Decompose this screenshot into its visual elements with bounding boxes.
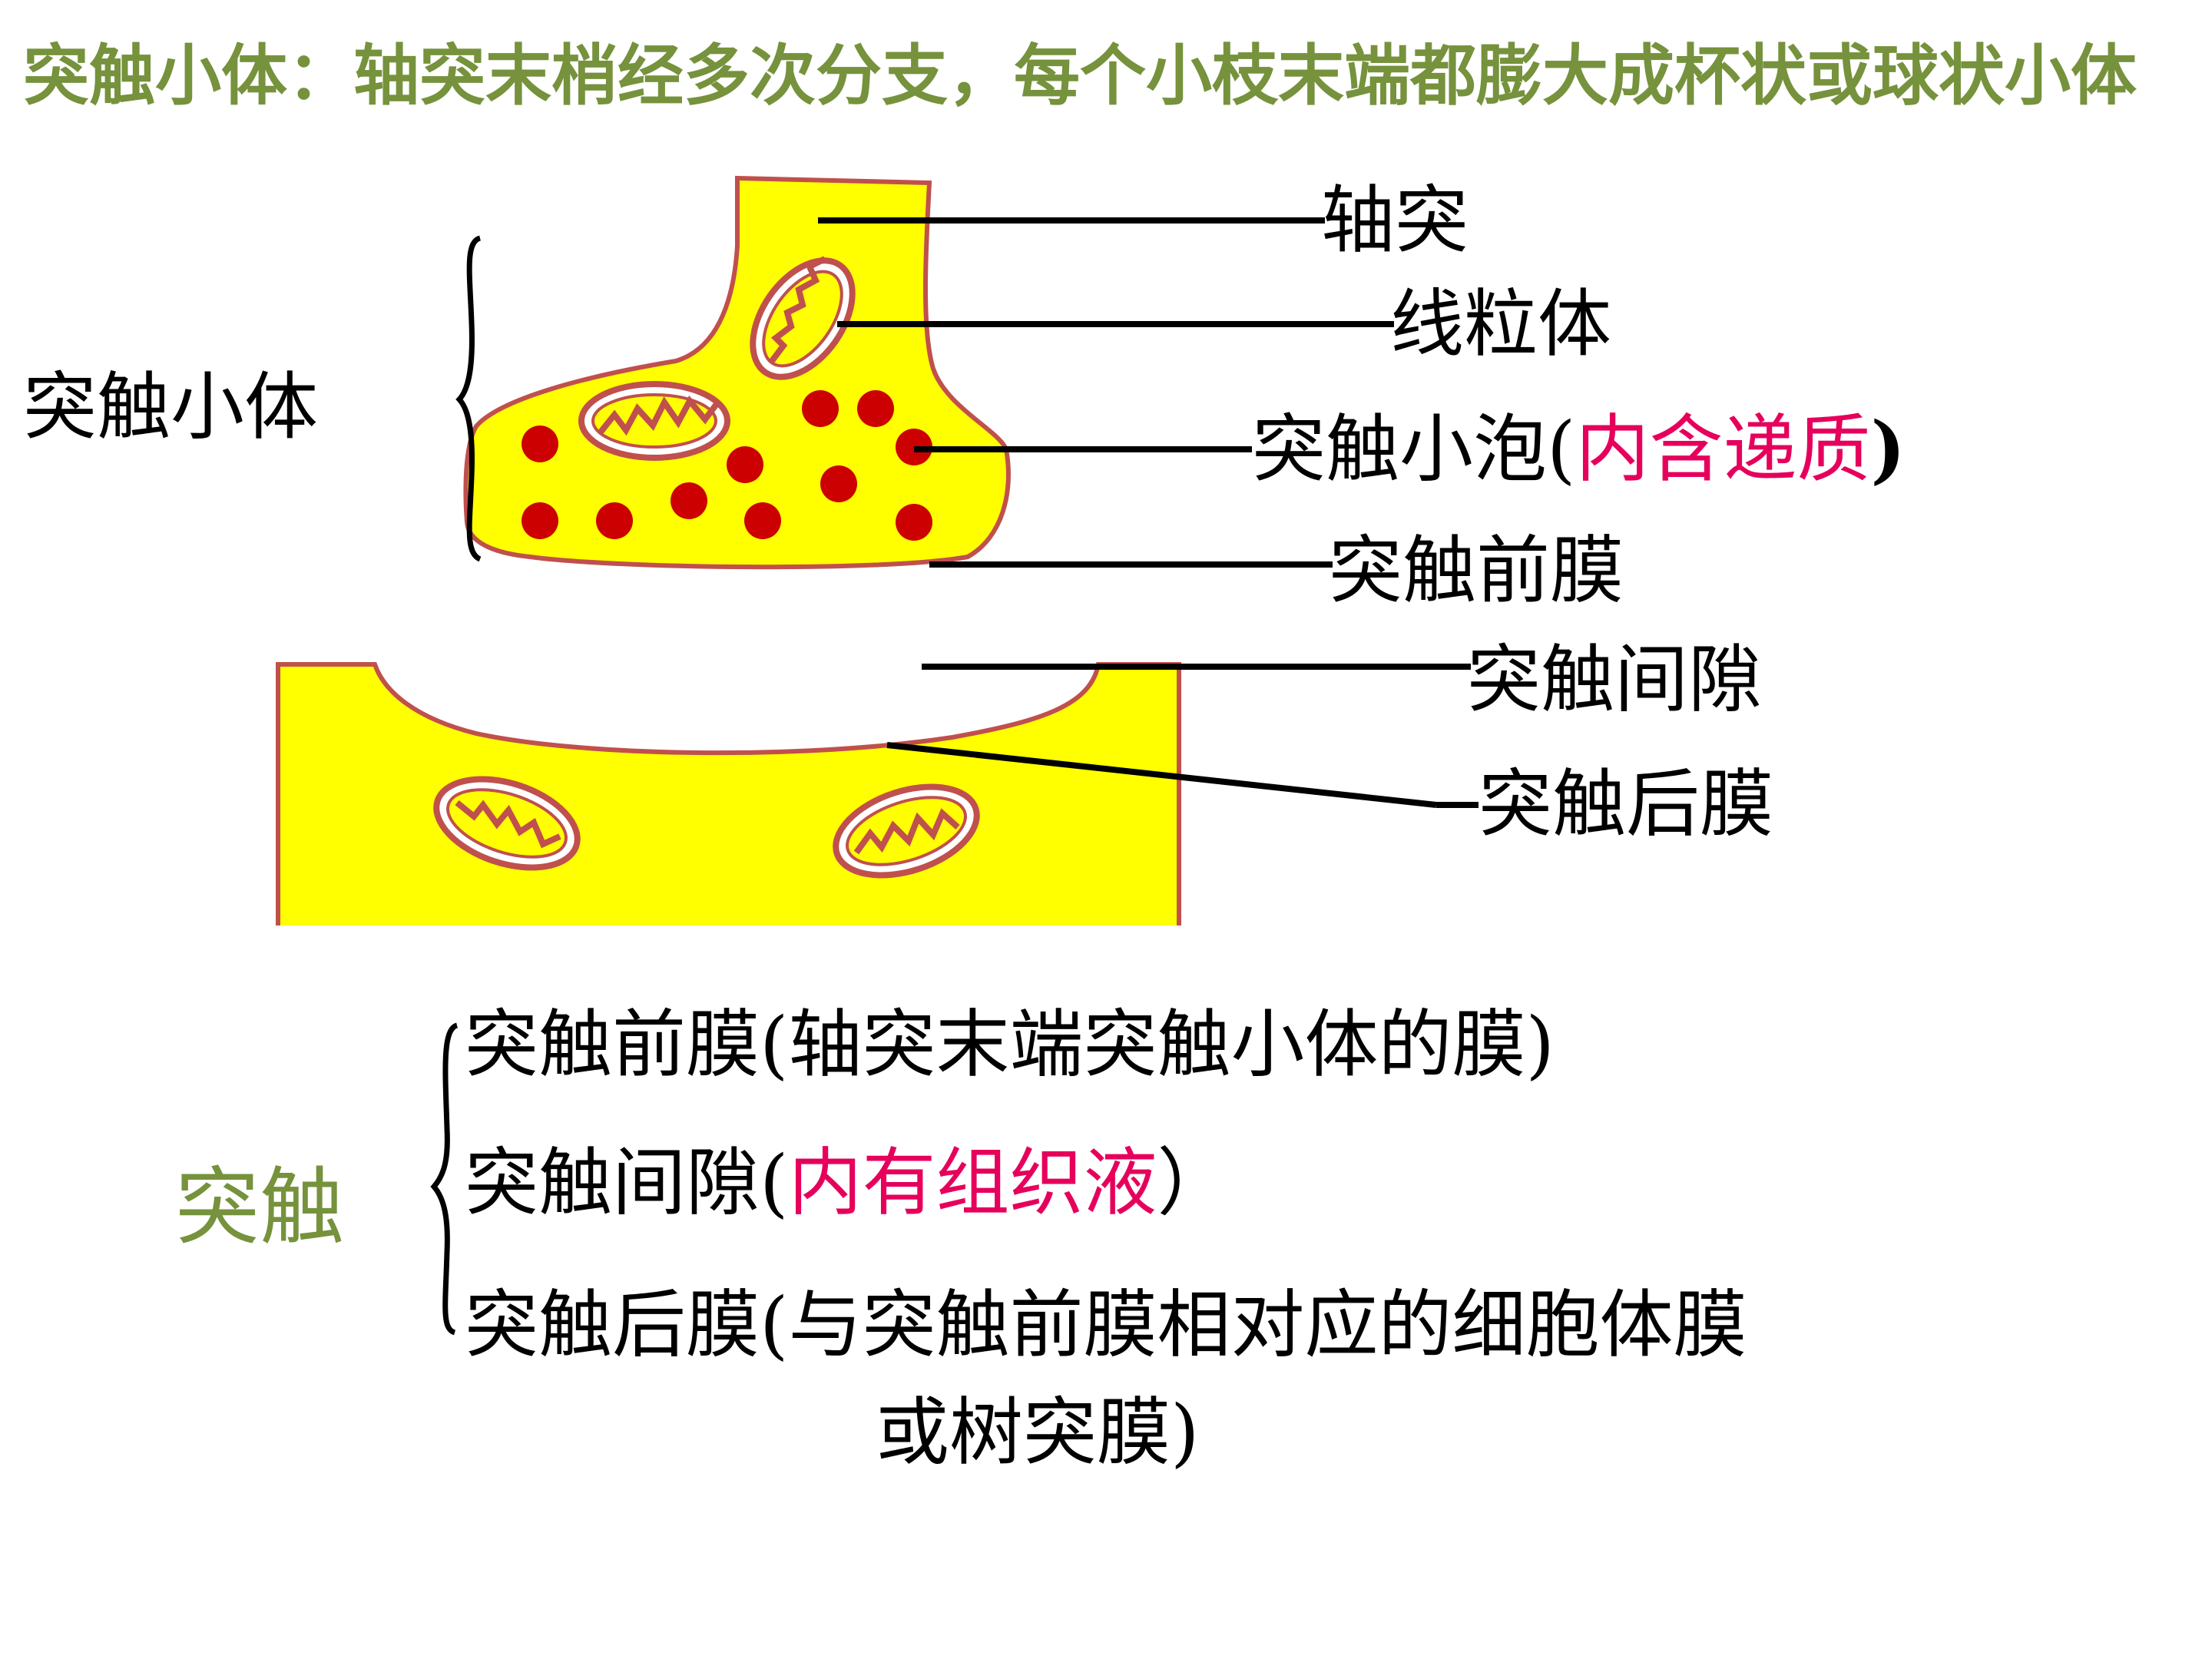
axon-label: 轴突 <box>1321 177 1469 263</box>
knob-bracket-label: 突触小体 <box>23 364 318 450</box>
synapse-brace <box>430 1022 459 1336</box>
mitochondrion-1 <box>750 256 856 380</box>
postsynaptic-label: 突触后膜 <box>1479 761 1773 847</box>
vesicle <box>522 426 558 462</box>
vesicle <box>896 504 932 541</box>
page-heading: 突触小体：轴突末梢经多次分支，每个小枝末端都膨大成杯状或球状小体 <box>23 38 2137 114</box>
mitochondrion-3 <box>433 776 581 871</box>
vesicle <box>671 482 707 519</box>
mitochondria-label: 线粒体 <box>1390 281 1611 367</box>
synapse-item-cleft-note: 内有组织液 <box>788 1140 1157 1226</box>
postsynaptic-line <box>886 742 1437 808</box>
vesicle <box>820 465 857 502</box>
synaptic-knob <box>463 175 1011 570</box>
vesicle <box>596 502 633 539</box>
leader-lines <box>818 217 1479 808</box>
synapse-item-cleft-text: 突触间隙( <box>465 1140 789 1226</box>
vesicle-label-text: 突触小泡( <box>1252 406 1576 492</box>
synaptic-vesicles <box>522 390 932 541</box>
vesicle-label-close: ) <box>1870 406 1906 492</box>
cleft-label: 突触间隙 <box>1467 637 1762 723</box>
synapse-title: 突触 <box>175 1158 344 1257</box>
vesicle <box>744 502 781 539</box>
vesicle <box>857 390 894 427</box>
vesicle <box>802 390 839 427</box>
synapse-item-postsynaptic-line2: 或树突膜) <box>876 1389 1200 1475</box>
mitochondrion-2 <box>578 381 730 461</box>
knob-brace <box>455 235 482 562</box>
synapse-item-cleft-close: ） <box>1157 1140 1231 1226</box>
postsynaptic-cell <box>276 662 1181 926</box>
vesicle <box>727 446 763 483</box>
synapse-item-cleft: 突触间隙(内有组织液） <box>465 1141 1230 1225</box>
presynaptic-label: 突触前膜 <box>1329 528 1624 614</box>
vesicle-label-note: 内含递质 <box>1575 406 1871 492</box>
vesicle <box>522 502 558 539</box>
synapse-item-postsynaptic: 突触后膜(与突触前膜相对应的细胞体膜 <box>465 1282 1747 1368</box>
mitochondrion-4 <box>833 783 980 879</box>
synapse-item-presynaptic: 突触前膜(轴突末端突触小体的膜) <box>465 1002 1555 1088</box>
vesicle-label: 突触小泡(内含递质) <box>1252 407 1906 492</box>
